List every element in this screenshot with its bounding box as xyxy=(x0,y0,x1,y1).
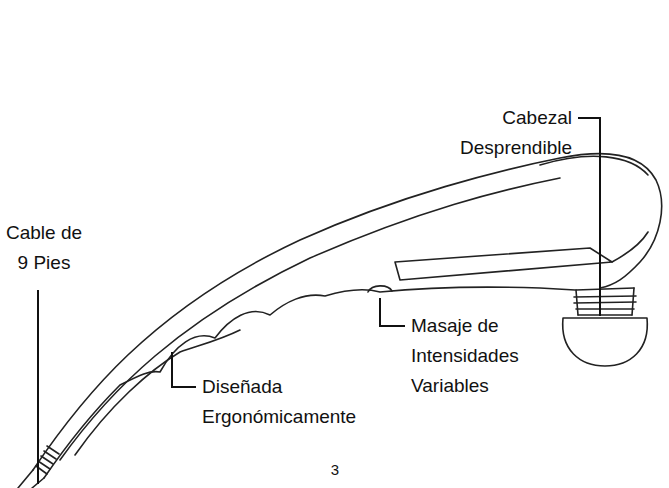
side-panel xyxy=(395,248,612,280)
detachable-head xyxy=(563,318,648,366)
leader-line xyxy=(578,118,600,316)
strain-relief xyxy=(36,446,59,474)
leader-line xyxy=(172,352,196,387)
neck-rings xyxy=(574,288,636,315)
intensity-control xyxy=(368,286,392,292)
part-label: Masaje de Intensidades Variables xyxy=(411,311,533,401)
head-contour xyxy=(612,232,648,262)
part-label: Cable de 9 Pies xyxy=(0,218,88,278)
handle-bottom-outline xyxy=(44,287,575,478)
page-number: 3 xyxy=(320,460,350,480)
contour-line xyxy=(60,178,560,460)
part-label: Cabezal Desprendible xyxy=(442,103,572,163)
leader-line xyxy=(380,298,405,326)
handle-top-outline xyxy=(33,153,662,470)
cable xyxy=(18,470,44,488)
head-contour xyxy=(540,156,648,175)
part-label: Diseñada Ergonómicamente xyxy=(202,372,362,432)
leader-line xyxy=(37,290,39,484)
neck xyxy=(576,288,634,315)
